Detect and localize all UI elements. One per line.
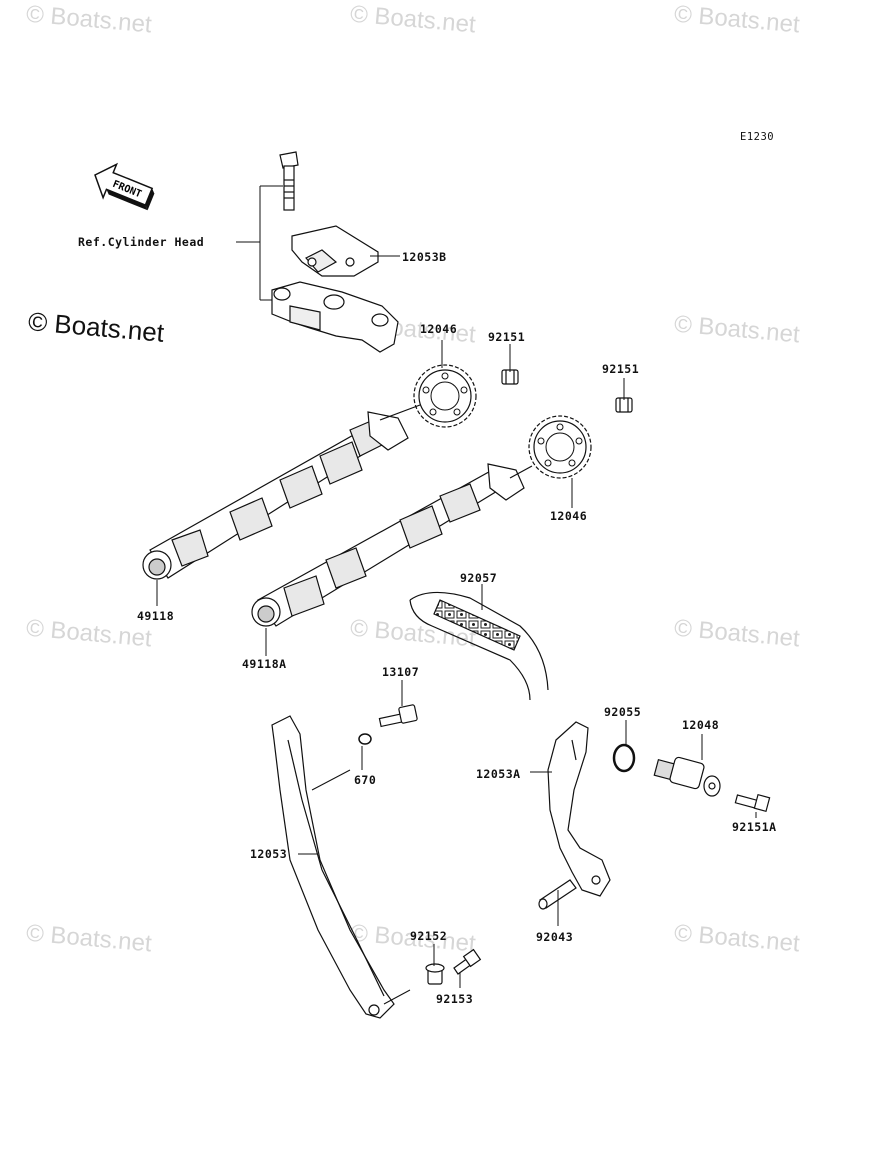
bolt-92151A — [734, 793, 771, 813]
cam-holder-lower — [271, 281, 399, 353]
o-ring-670 — [358, 733, 372, 745]
label-92153: 92153 — [436, 992, 474, 1006]
cam-chain-92057 — [409, 591, 549, 701]
o-ring-92055 — [612, 743, 636, 773]
label-12046-top: 12046 — [420, 322, 458, 336]
collar-92152 — [425, 963, 445, 985]
label-670: 670 — [354, 773, 377, 787]
label-92043: 92043 — [536, 930, 574, 944]
label-12053: 12053 — [250, 847, 288, 861]
ref-bracket-lines — [236, 185, 400, 301]
label-12046-right: 12046 — [550, 509, 588, 523]
chain-guide-12053 — [271, 715, 395, 1019]
label-12048: 12048 — [682, 718, 720, 732]
sprocket-12046-top — [413, 364, 477, 428]
label-12053B: 12053B — [402, 250, 447, 264]
cam-cap-12053B — [291, 225, 379, 277]
label-92057: 92057 — [460, 571, 498, 585]
tensioner-12048 — [653, 756, 721, 797]
label-92151A: 92151A — [732, 820, 777, 834]
tensioner-guide-12053A — [547, 721, 611, 897]
label-12053A: 12053A — [476, 767, 521, 781]
bolt-92151-top — [501, 369, 519, 385]
label-92055: 92055 — [604, 705, 642, 719]
leader-lines — [156, 340, 757, 1005]
label-49118A: 49118A — [242, 657, 287, 671]
bolt-92153 — [453, 948, 482, 975]
cam-cap-bolt — [279, 151, 299, 211]
sprocket-12046-right — [528, 415, 592, 479]
bolt-13107 — [378, 704, 418, 728]
camshaft-49118 — [142, 404, 421, 580]
label-92151-top: 92151 — [488, 330, 526, 344]
label-92152: 92152 — [410, 929, 448, 943]
label-ref-cylinder-head: Ref.Cylinder Head — [78, 235, 205, 249]
label-13107: 13107 — [382, 665, 420, 679]
label-92151-right: 92151 — [602, 362, 640, 376]
label-49118: 49118 — [137, 609, 175, 623]
front-arrow-icon: FRONT — [94, 162, 155, 211]
bolt-92151-right — [615, 397, 633, 413]
camshaft-49118A — [251, 463, 533, 627]
diagram-code: E1230 — [740, 131, 775, 143]
